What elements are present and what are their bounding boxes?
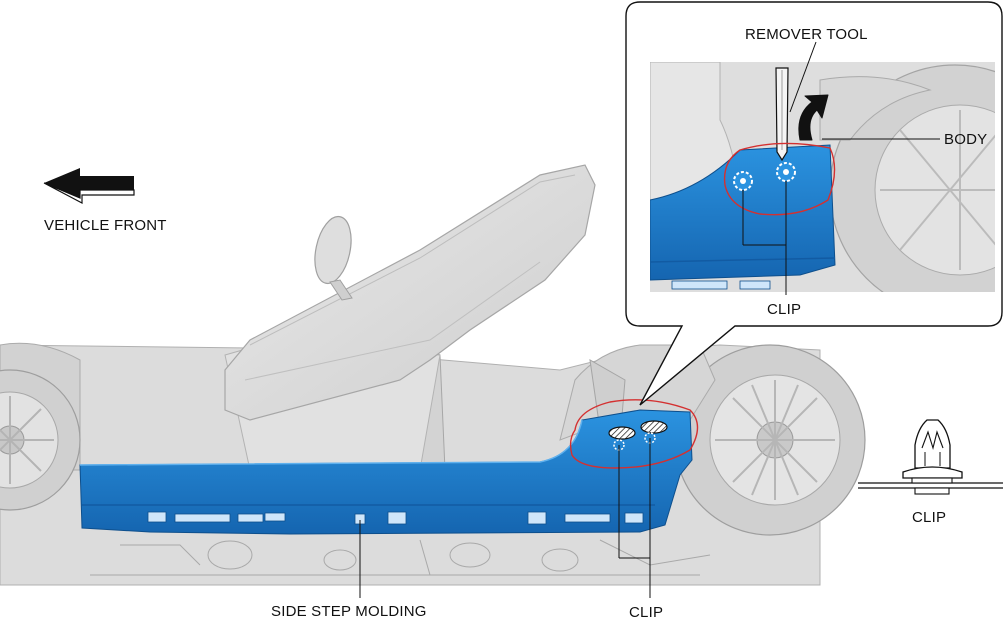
highlight-area-detail (723, 142, 836, 216)
body-label: BODY (944, 131, 988, 148)
side-clip-holes (608, 420, 668, 451)
vehicle-front-label: VEHICLE FRONT (44, 217, 167, 234)
clip-side-label: CLIP (912, 509, 947, 526)
remover-tool-label: REMOVER TOOL (745, 26, 868, 43)
remover-tool-graphic (775, 67, 789, 162)
clip-bottom-label: CLIP (629, 604, 664, 621)
leader-lines-detail (742, 41, 940, 295)
front-wheel (0, 369, 81, 511)
left-arrow-icon (43, 168, 135, 204)
side-step-molding-label: SIDE STEP MOLDING (271, 603, 427, 620)
clip-fastener-icon (858, 419, 1003, 495)
open-door (224, 164, 596, 421)
leader-lines-main (359, 438, 651, 598)
clip-detail-label: CLIP (767, 301, 802, 318)
rear-wheel (674, 344, 866, 536)
side-mirror (314, 215, 353, 301)
side-step-molding-part (79, 409, 693, 535)
highlight-area-main (569, 399, 699, 469)
detail-callout (625, 1, 1003, 406)
detail-clip-holes (733, 162, 796, 191)
curved-arrow-icon (798, 94, 829, 141)
